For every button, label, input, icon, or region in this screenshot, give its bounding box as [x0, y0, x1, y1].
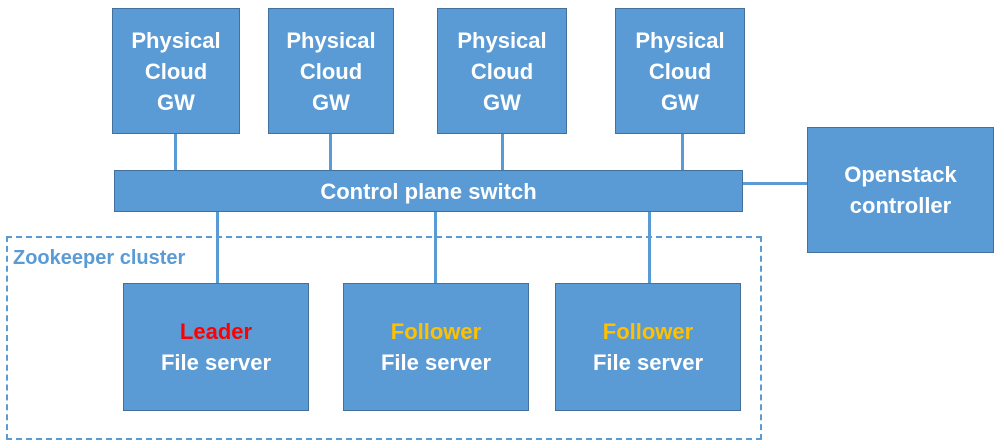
leader-file-server: Leader File server	[123, 283, 309, 411]
leader-role-label: Leader	[179, 319, 253, 344]
connector-gw4-switch	[681, 133, 684, 171]
gw-1-line3: GW	[157, 89, 195, 115]
connector-switch-follower1	[434, 210, 437, 284]
gw-4-line2: Cloud	[648, 58, 712, 84]
follower-1-role-label: Follower	[390, 319, 482, 344]
physical-cloud-gw-1: Physical Cloud GW	[112, 8, 240, 134]
switch-label: Control plane switch	[320, 178, 537, 204]
gw-4-line3: GW	[661, 89, 699, 115]
gw-2-line2: Cloud	[299, 58, 363, 84]
gw-3-line3: GW	[483, 89, 521, 115]
connector-gw1-switch	[174, 133, 177, 171]
openstack-line2: controller	[849, 193, 952, 218]
connector-switch-leader	[216, 210, 219, 284]
gw-2-line1: Physical	[286, 27, 376, 53]
follower-1-server-label: File server	[380, 350, 492, 375]
gw-4-line1: Physical	[635, 27, 725, 53]
openstack-controller: Openstack controller	[807, 127, 994, 253]
gw-3-line2: Cloud	[470, 58, 534, 84]
gw-1-line1: Physical	[131, 27, 221, 53]
control-plane-switch: Control plane switch	[114, 170, 743, 212]
gw-2-line3: GW	[312, 89, 350, 115]
follower-2-role-label: Follower	[602, 319, 694, 344]
openstack-line1: Openstack	[844, 162, 957, 187]
connector-switch-follower2	[648, 210, 651, 284]
leader-server-label: File server	[160, 350, 272, 375]
gw-1-line2: Cloud	[144, 58, 208, 84]
gw-3-line1: Physical	[457, 27, 547, 53]
physical-cloud-gw-4: Physical Cloud GW	[615, 8, 745, 134]
connector-gw3-switch	[501, 133, 504, 171]
physical-cloud-gw-2: Physical Cloud GW	[268, 8, 394, 134]
follower-2-server-label: File server	[592, 350, 704, 375]
zookeeper-cluster-label: Zookeeper cluster	[13, 246, 188, 270]
follower-file-server-2: Follower File server	[555, 283, 741, 411]
zookeeper-cluster-boundary	[6, 236, 762, 440]
physical-cloud-gw-3: Physical Cloud GW	[437, 8, 567, 134]
connector-gw2-switch	[329, 133, 332, 171]
follower-file-server-1: Follower File server	[343, 283, 529, 411]
connector-switch-openstack	[742, 182, 808, 185]
